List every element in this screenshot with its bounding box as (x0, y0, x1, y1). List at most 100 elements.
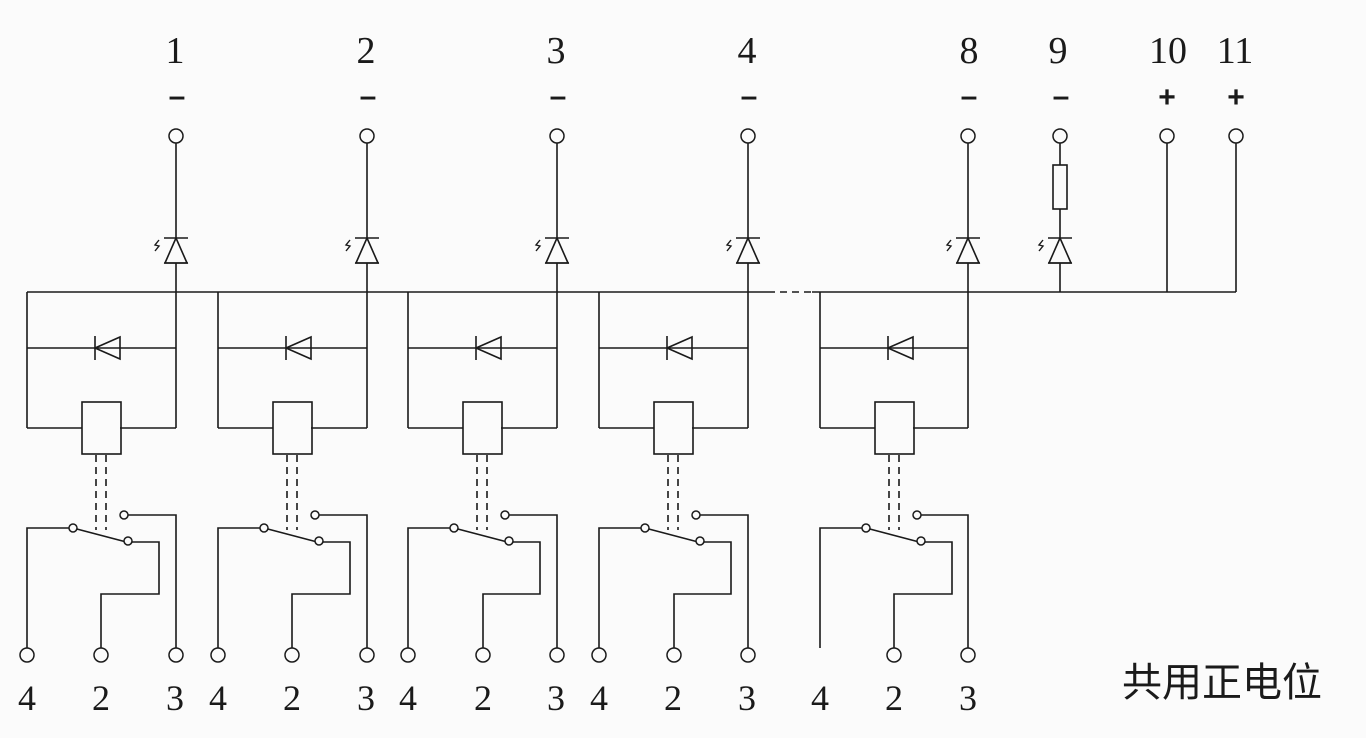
relay-coil (272, 401, 313, 455)
top-terminal-positive (1159, 128, 1175, 144)
led-triangle (1047, 236, 1073, 264)
switch-arm (644, 527, 703, 544)
polarity-minus-3: – (550, 80, 567, 113)
channel-led (534, 236, 570, 264)
light-mark (1037, 239, 1045, 252)
switch-arm (453, 527, 512, 544)
bottom-terminal (591, 647, 607, 663)
switch-wire (700, 514, 749, 648)
switch-arm (263, 527, 322, 544)
switch-contact (695, 536, 705, 546)
top-terminal-label-9: 9 (1049, 30, 1068, 72)
top-terminal-label-2: 2 (357, 30, 376, 72)
top-terminal-label-4: 4 (738, 30, 757, 72)
switch-wire (407, 527, 450, 648)
bottom-terminal-label: 2 (474, 678, 492, 718)
switch-contact (504, 536, 514, 546)
diode-triangle (93, 335, 121, 361)
wires (26, 143, 1237, 648)
top-terminal-label-8: 8 (960, 30, 979, 72)
diode-triangle (886, 335, 914, 361)
resistor (1052, 164, 1068, 210)
bottom-terminal-label: 3 (547, 678, 565, 718)
switch-wire (217, 527, 260, 648)
switch-contact (449, 523, 459, 533)
bottom-terminal-label: 2 (283, 678, 301, 718)
flyback-diode (474, 335, 502, 361)
relay-coil (462, 401, 503, 455)
bottom-terminal-label: 2 (664, 678, 682, 718)
switch-wire (893, 541, 953, 648)
top-terminal-label-10: 10 (1149, 30, 1187, 72)
top-terminal (740, 128, 756, 144)
led-triangle (735, 236, 761, 264)
bottom-terminal (740, 647, 756, 663)
top-terminal-positive (1228, 128, 1244, 144)
led-9 (1037, 236, 1073, 264)
bottom-terminal-label: 3 (959, 678, 977, 718)
top-terminal-9 (1052, 128, 1068, 144)
top-terminal (359, 128, 375, 144)
led-triangle (955, 236, 981, 264)
switch-contact (500, 510, 510, 520)
labels: 1 2 3 4 8 9 10 11 – – – – – – + + 4 2 3 … (18, 30, 1322, 718)
bottom-terminal (19, 647, 35, 663)
light-mark (945, 239, 953, 252)
flyback-diode (886, 335, 914, 361)
polarity-plus-10: + (1158, 81, 1176, 114)
flyback-diode (93, 335, 121, 361)
bottom-terminal-label: 3 (357, 678, 375, 718)
light-mark (344, 239, 352, 252)
switch-wire (291, 541, 351, 648)
light-mark (725, 239, 733, 252)
bottom-terminal (284, 647, 300, 663)
top-terminal (960, 128, 976, 144)
bottom-terminal-label: 2 (885, 678, 903, 718)
switch-contact (259, 523, 269, 533)
diode-triangle (284, 335, 312, 361)
flyback-diode (665, 335, 693, 361)
top-terminal (549, 128, 565, 144)
bottom-terminal (475, 647, 491, 663)
switch-wire (128, 514, 177, 648)
polarity-minus-4: – (741, 80, 758, 113)
polarity-minus-1: – (169, 80, 186, 113)
switch-wire (482, 541, 541, 648)
bottom-terminal-label: 4 (399, 678, 417, 718)
led-triangle (544, 236, 570, 264)
bottom-terminal (168, 647, 184, 663)
bottom-terminal (549, 647, 565, 663)
polarity-plus-11: + (1227, 81, 1245, 114)
switch-wire (921, 514, 969, 648)
light-mark (153, 239, 161, 252)
relay-coil (653, 401, 694, 455)
top-terminal-label-11: 11 (1217, 30, 1254, 72)
polarity-minus-9: – (1053, 80, 1070, 113)
bottom-terminal (210, 647, 226, 663)
bottom-terminal (359, 647, 375, 663)
switch-wire (673, 541, 732, 648)
bottom-terminal-label: 3 (738, 678, 756, 718)
common-positive-note: 共用正电位 (1122, 660, 1322, 706)
switch-contact (119, 510, 129, 520)
switch-arm (72, 527, 131, 544)
switch-wire (819, 527, 862, 648)
switch-contact (691, 510, 701, 520)
bottom-terminal (666, 647, 682, 663)
top-terminal-label-3: 3 (547, 30, 566, 72)
bottom-terminal-label: 4 (811, 678, 829, 718)
components (19, 128, 1244, 663)
switch-contact (640, 523, 650, 533)
switch-wire (100, 541, 160, 648)
bottom-terminal-label: 4 (18, 678, 36, 718)
switch-contact (123, 536, 133, 546)
bottom-terminal (400, 647, 416, 663)
bottom-terminal-label: 2 (92, 678, 110, 718)
switch-wire (509, 514, 558, 648)
switch-contact (916, 536, 926, 546)
led-triangle (354, 236, 380, 264)
switch-wire (26, 527, 69, 648)
bottom-terminal (960, 647, 976, 663)
led-triangle (163, 236, 189, 264)
bottom-terminal-label: 3 (166, 678, 184, 718)
